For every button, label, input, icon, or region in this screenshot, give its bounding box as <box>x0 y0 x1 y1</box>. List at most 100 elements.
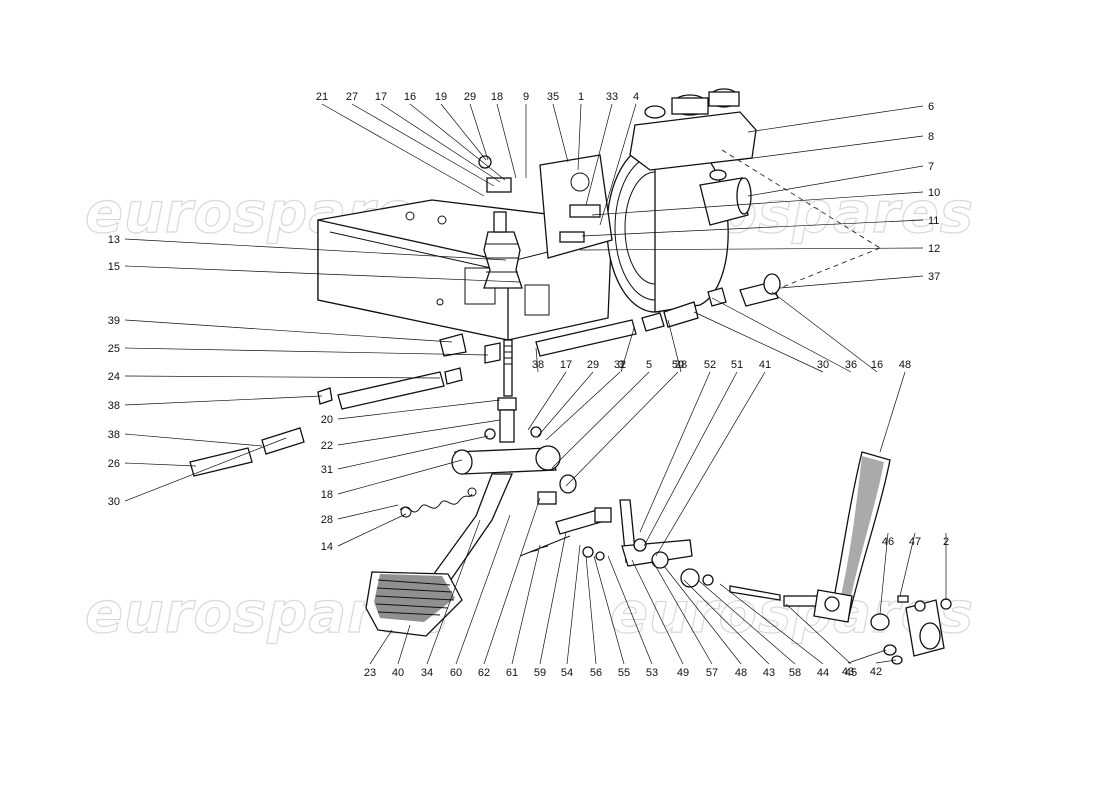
callout-label: 25 <box>108 343 120 355</box>
callout-label: 56 <box>590 667 602 679</box>
callout-25: 25 <box>108 343 489 356</box>
callout-label: 36 <box>845 359 857 371</box>
throttle-linkage <box>519 499 821 607</box>
callout-label: 44 <box>817 667 829 679</box>
leader-line <box>565 371 679 487</box>
callout-label: 38 <box>675 359 687 371</box>
leader-line <box>577 103 582 171</box>
leader-line <box>369 629 393 665</box>
callout-14: 14 <box>321 513 407 553</box>
leader-line <box>591 191 924 216</box>
leader-line <box>711 297 852 373</box>
leader-line <box>747 105 924 133</box>
leader-line <box>785 603 852 665</box>
callout-9: 9 <box>523 91 529 178</box>
leader-line <box>539 531 567 665</box>
callout-1: 1 <box>577 91 584 171</box>
callout-5: 5 <box>551 359 652 469</box>
callout-40: 40 <box>392 624 411 679</box>
callout-label: 29 <box>587 359 599 371</box>
callout-16: 16 <box>771 291 883 373</box>
accelerator-pedal <box>813 451 891 623</box>
leader-line <box>124 433 263 447</box>
leader-line <box>527 371 567 431</box>
callout-label: 55 <box>618 667 630 679</box>
callout-label: 26 <box>108 458 120 470</box>
callout-48: 48 <box>879 359 911 453</box>
callout-label: 49 <box>677 667 689 679</box>
callout-label: 38 <box>108 400 120 412</box>
callout-13: 13 <box>108 234 507 261</box>
leader-line <box>651 559 713 665</box>
callout-11: 11 <box>581 215 939 237</box>
leader-line <box>581 219 924 237</box>
callout-56: 56 <box>585 555 602 679</box>
leader-line <box>124 347 489 356</box>
callout-label: 54 <box>561 667 573 679</box>
accelerator-bracket <box>870 595 952 665</box>
callout-label: 62 <box>478 667 490 679</box>
callout-6: 6 <box>747 101 934 133</box>
leader-line <box>667 319 682 373</box>
callout-label: 58 <box>789 667 801 679</box>
callout-23: 23 <box>364 629 393 679</box>
pedal-box-housing <box>317 199 613 341</box>
callout-43: 43 <box>683 579 775 679</box>
leader-line <box>779 275 924 289</box>
callout-46: 46 <box>879 532 894 615</box>
callout-label: 14 <box>321 541 333 553</box>
callout-29: 29 <box>537 359 599 437</box>
callout-label: 11 <box>928 215 939 227</box>
hose-assemblies <box>189 273 781 477</box>
leader-line <box>124 437 287 502</box>
leader-line <box>585 103 613 206</box>
leader-line <box>875 659 897 664</box>
callout-label: 51 <box>731 359 743 371</box>
callout-label: 5 <box>646 359 652 371</box>
callout-37: 37 <box>779 271 940 289</box>
callout-26: 26 <box>108 458 197 470</box>
callout-label: 2 <box>943 536 949 548</box>
callout-label: 38 <box>108 429 120 441</box>
callout-38: 38 <box>108 429 263 447</box>
callout-label: 27 <box>346 91 358 103</box>
callout-31: 31 <box>321 435 489 476</box>
callout-label: 20 <box>321 414 333 426</box>
callout-57: 57 <box>651 559 718 679</box>
leader-line <box>511 544 541 665</box>
callout-label: 6 <box>928 101 934 113</box>
callout-label: 40 <box>392 667 404 679</box>
leader-line <box>593 555 625 665</box>
callout-label: 30 <box>108 496 120 508</box>
callout-42: 42 <box>870 659 897 678</box>
callout-45: 45 <box>785 603 857 679</box>
callout-label: 30 <box>817 359 829 371</box>
leader-line <box>337 435 489 470</box>
callout-18: 18 <box>321 459 463 501</box>
callout-label: 23 <box>364 667 376 679</box>
callout-label: 12 <box>928 243 940 255</box>
callout-label: 18 <box>321 489 333 501</box>
leader-line <box>483 497 541 665</box>
callout-27: 27 <box>346 91 495 187</box>
callout-2: 2 <box>943 533 949 600</box>
callout-60: 60 <box>450 514 511 679</box>
callout-50: 50 <box>565 359 684 487</box>
leader-line <box>655 371 766 557</box>
callout-10: 10 <box>591 187 940 216</box>
callout-32: 32 <box>545 359 626 441</box>
brake-pedal <box>365 445 577 637</box>
callout-label: 50 <box>672 359 684 371</box>
callout-label: 21 <box>316 91 328 103</box>
callout-label: 57 <box>706 667 718 679</box>
callout-label: 52 <box>704 359 716 371</box>
leader-line <box>409 103 506 181</box>
callout-61: 61 <box>506 544 541 679</box>
callout-label: 53 <box>646 667 658 679</box>
callout-label: 61 <box>506 667 518 679</box>
leader-line <box>545 371 621 441</box>
callout-label: 8 <box>928 131 934 143</box>
leader-line <box>426 519 481 665</box>
